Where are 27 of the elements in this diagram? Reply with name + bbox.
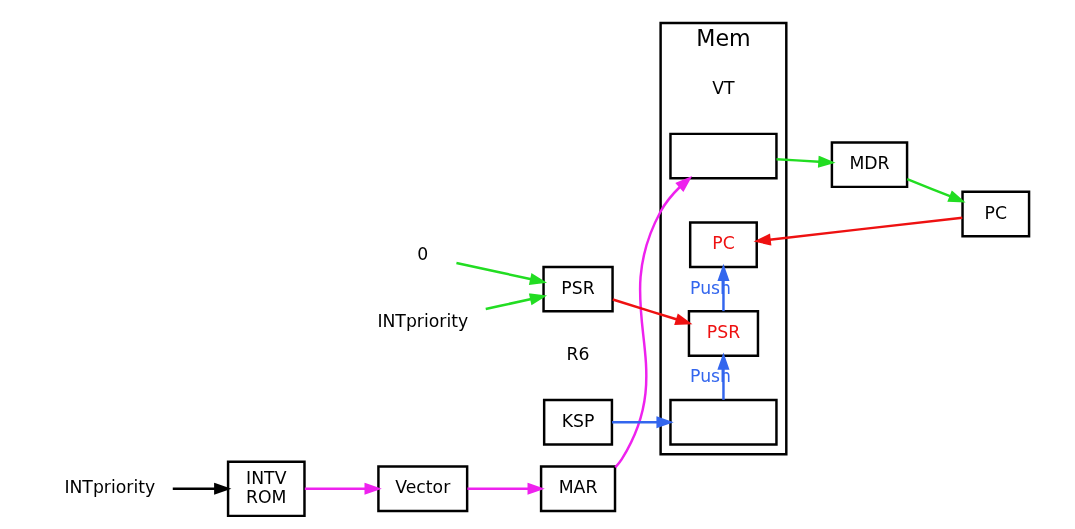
node-label: R6	[566, 344, 590, 365]
node-box: KSP	[542, 398, 613, 446]
arrow	[611, 298, 692, 325]
arrow	[613, 175, 692, 469]
node-box: INTV ROM	[226, 460, 306, 518]
arrow	[304, 482, 382, 495]
node-box: Vector	[376, 465, 468, 513]
node-box: PSR	[541, 265, 614, 313]
node-text: INTpriority	[63, 477, 155, 498]
node-label: VT	[711, 78, 735, 99]
arrow	[753, 216, 962, 246]
arrow	[455, 261, 547, 285]
arrow	[484, 293, 547, 311]
arrow	[775, 155, 835, 168]
node-text: 0	[416, 244, 428, 265]
arrow	[466, 482, 545, 495]
node-box: PC	[688, 221, 758, 269]
node-box: MAR	[539, 465, 616, 513]
node-box: MDR	[830, 141, 908, 189]
node-box: PC	[960, 190, 1030, 238]
node-box: PSR	[687, 310, 759, 357]
arrow	[611, 416, 674, 429]
node-text: INTpriority	[376, 310, 468, 331]
arrow	[906, 178, 966, 203]
arrow	[172, 482, 231, 495]
node-box	[668, 398, 778, 446]
node-box	[668, 132, 778, 180]
